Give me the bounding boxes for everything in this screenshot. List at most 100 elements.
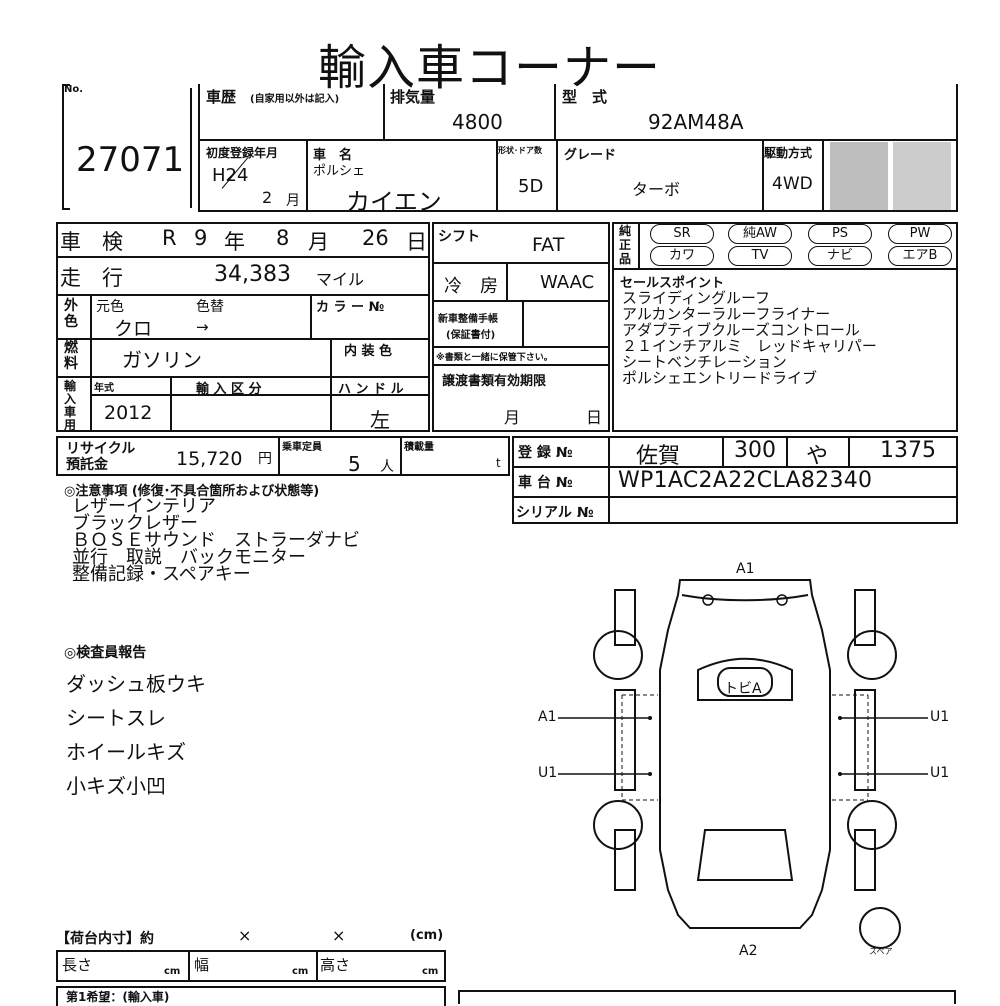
drive-value: 4WD	[772, 174, 813, 194]
shaken-era: R	[162, 226, 177, 250]
selling-points-label: セールスポイント	[620, 276, 725, 291]
model-type-label: 型 式	[562, 88, 608, 106]
grade-value: ターボ	[632, 180, 681, 199]
cargo-height-label: 高さ	[320, 956, 351, 974]
fuel-value: ガソリン	[122, 348, 202, 372]
shift-label: シフト	[438, 229, 480, 245]
registration-area: 佐賀	[636, 444, 681, 469]
selling-point-item: アダプティブクルーズコントロール	[622, 321, 860, 339]
import-label: 輸入車用	[64, 379, 77, 432]
registration-label: 登 録 №	[518, 445, 573, 461]
page-title: 輸入車コーナー	[318, 40, 662, 96]
serial-label: シリアル №	[516, 505, 594, 521]
color-change-label: 色替	[196, 299, 224, 315]
first-reg-month: 2	[262, 188, 273, 207]
fuel-label: 燃料	[64, 340, 78, 372]
load-label: 積載量	[404, 442, 434, 453]
inspector-item: 小キズ小凹	[66, 774, 166, 798]
import-year: 2012	[104, 402, 153, 424]
handle-label: ハ ン ド ル	[338, 382, 404, 397]
keep-docs-note: ※書類と一緒に保管下さい。	[436, 353, 553, 363]
capacity-unit: 人	[380, 459, 394, 475]
transfer-docs-day: 日	[586, 408, 603, 427]
inspector-item: ホイールキズ	[66, 740, 186, 764]
lot-bracket	[62, 84, 70, 210]
aircon-label: 冷 房	[444, 276, 498, 297]
equip-pill: ナビ	[808, 246, 872, 266]
interior-color-label: 内 装 色	[344, 344, 393, 359]
car-maker: ポルシェ	[313, 164, 366, 179]
diagram-right2-label: U1	[930, 765, 950, 781]
shift-value: FAT	[532, 234, 565, 256]
hope-row	[56, 986, 446, 1006]
first-hope: 第1希望：(輸入車)	[66, 990, 170, 1004]
cargo-height-unit: cm	[422, 966, 439, 977]
equip-pill: SR	[650, 224, 714, 244]
diagram-top-label: A1	[736, 561, 755, 577]
inspector-item: ダッシュ板ウキ	[66, 672, 206, 696]
shaken-day: 26	[362, 226, 389, 250]
lot-divider	[190, 88, 192, 208]
equip-pill: エアB	[888, 246, 952, 266]
lot-no-label: No.	[64, 84, 84, 95]
shaken-month: 8	[276, 226, 290, 250]
diagram-left2-label: U1	[538, 765, 558, 781]
note-item: 整備記録・スペアキー	[72, 564, 251, 585]
transfer-docs-label: 譲渡書類有効期限	[442, 374, 547, 389]
equip-pill: カワ	[650, 246, 714, 266]
registration-number: 1375	[880, 438, 936, 463]
car-diagram	[558, 579, 928, 949]
import-year-label: 年式	[94, 383, 114, 394]
recycle-row	[56, 436, 510, 476]
equip-pill: PW	[888, 224, 952, 244]
note-item: ブラックレザー	[72, 513, 198, 534]
car-name-value: カイエン	[346, 188, 442, 216]
spare-label: スペア	[869, 947, 893, 956]
chassis-label: 車 台 №	[518, 475, 573, 491]
import-kubun-label: 輸 入 区 分	[196, 382, 262, 397]
cargo-label: 【荷台内寸】約	[56, 931, 154, 947]
color-label: 外色	[64, 298, 78, 330]
color-value: クロ	[114, 318, 153, 340]
equip-pill: TV	[728, 246, 792, 266]
capacity-value: 5	[348, 452, 361, 476]
shape-label: 形状･ドア数	[498, 146, 542, 155]
selling-point-item: ポルシェエントリードライブ	[622, 369, 818, 387]
info-grid-middle	[432, 222, 610, 432]
selling-point-item: スライディングルーフ	[622, 289, 771, 307]
history-sublabel: (自家用以外は記入)	[250, 94, 340, 105]
chassis-value: WP1AC2A22CLA82340	[618, 468, 873, 493]
first-reg-month-unit: 月	[286, 193, 300, 209]
note-item: レザーインテリア	[72, 496, 216, 517]
warranty-label: (保証書付)	[446, 330, 496, 341]
stamp-image-2	[893, 142, 951, 210]
mileage-value: 34,383	[214, 262, 291, 287]
first-reg-label: 初度登録年月	[206, 146, 279, 160]
mileage-label: 走 行	[60, 266, 123, 290]
cargo-length-label: 長さ	[62, 956, 93, 974]
cargo-x2: ×	[332, 926, 346, 945]
recycle-unit: 円	[258, 451, 272, 467]
inspector-label: ◎検査員報告	[64, 645, 147, 661]
mileage-unit: マイル	[316, 270, 365, 289]
load-unit: t	[496, 456, 501, 470]
info-grid-left	[56, 222, 430, 432]
grade-label: グレード	[564, 148, 617, 163]
model-type-value: 92AM48A	[648, 110, 744, 134]
cargo-row	[56, 950, 446, 982]
stamp-image-1	[830, 142, 888, 210]
capacity-label: 乗車定員	[282, 442, 322, 453]
transfer-docs-month: 月	[504, 408, 521, 427]
diagram-right1-label: U1	[930, 709, 950, 725]
note-item: ＢＯＳＥサウンド ストラーダナビ	[72, 530, 360, 551]
shaken-year: 9	[194, 226, 208, 250]
aircon-value: WAAC	[540, 272, 595, 293]
lot-number: 27071	[76, 140, 185, 180]
diagram-left1-label: A1	[538, 709, 557, 725]
equip-label: 純正品	[619, 224, 632, 266]
selling-point-item: ２１インチアルミ レッドキャリパー	[622, 337, 877, 355]
cargo-length-unit: cm	[164, 966, 181, 977]
registration-class: 300	[734, 438, 776, 463]
displacement-value: 4800	[452, 110, 503, 134]
drive-label: 駆動方式	[764, 146, 813, 160]
